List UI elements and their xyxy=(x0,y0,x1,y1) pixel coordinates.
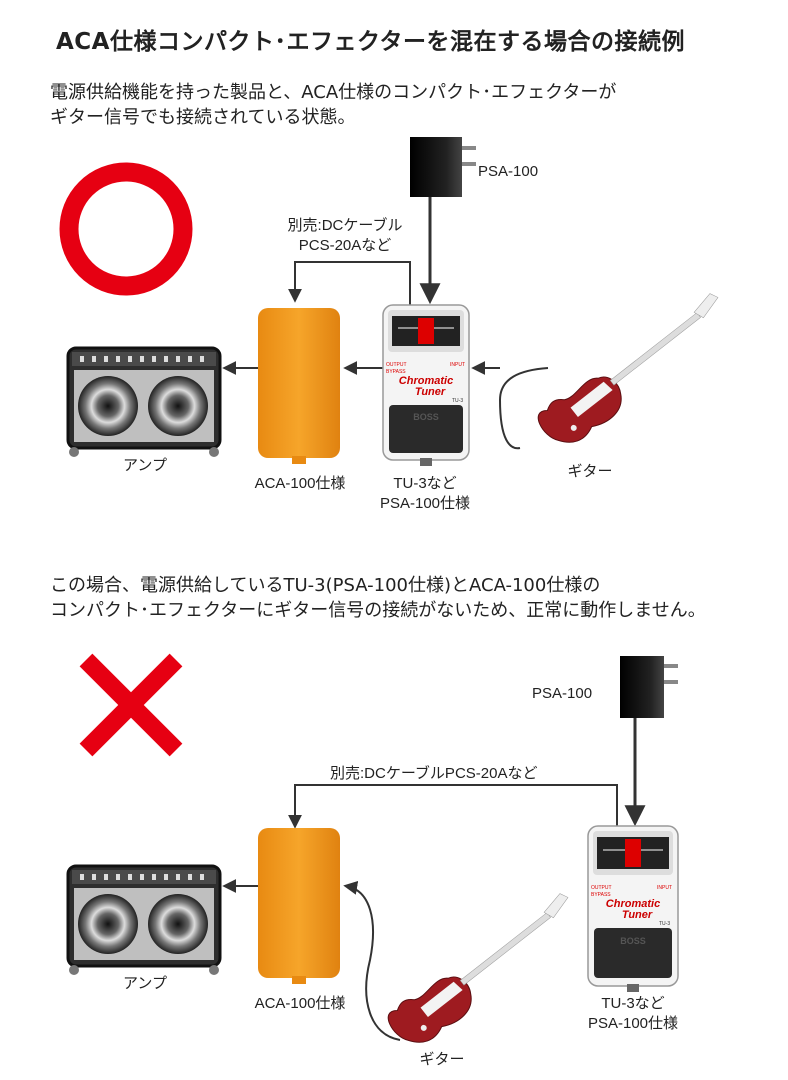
aca-effector-icon xyxy=(258,308,340,464)
good-adapter-label: PSA-100 xyxy=(478,163,539,180)
bad-desc-line1: この場合、電源供給しているTU-3(PSA-100仕様)とACA-100仕様の xyxy=(50,575,601,596)
good-tuner-label-line1: TU-3など xyxy=(393,475,457,492)
pedal-brand: BOSS xyxy=(620,936,646,946)
bad-case-diagram: OUTPUT BYPASS INPUT Chromatic Tuner TU-3… xyxy=(66,653,679,1043)
pedal-name-line2: Tuner xyxy=(415,386,446,398)
guitar-icon xyxy=(537,293,719,443)
amp-icon xyxy=(66,864,222,975)
tuner-pedal-icon: OUTPUT BYPASS INPUT Chromatic Tuner TU-3… xyxy=(587,825,679,992)
pedal-model: TU-3 xyxy=(659,921,670,927)
bad-cable-label: 別売:DCケーブルPCS-20Aなど xyxy=(330,765,538,782)
bad-tuner-label-line2: PSA-100仕様 xyxy=(587,1015,679,1032)
aca-effector-icon xyxy=(258,828,340,984)
good-cable-label-line2: PCS-20Aなど xyxy=(298,237,392,254)
amp-icon xyxy=(66,346,222,457)
bad-tuner-label-line1: TU-3など xyxy=(601,995,665,1012)
dc-cable xyxy=(288,261,411,305)
good-aca-label: ACA-100仕様 xyxy=(254,475,346,492)
ng-cross-icon xyxy=(79,653,183,757)
bad-case-description: この場合、電源供給しているTU-3(PSA-100仕様)とACA-100仕様の … xyxy=(50,573,706,623)
dc-cable xyxy=(288,784,618,829)
good-cable-label-line1: 別売:DCケーブル xyxy=(287,217,403,234)
good-desc-line1: 電源供給機能を持った製品と、ACA仕様のコンパクト･エフェクターが xyxy=(50,82,617,103)
pedal-input-label: INPUT xyxy=(657,885,672,891)
power-adapter-icon xyxy=(410,137,476,305)
good-desc-line2: ギター信号でも接続されている状態。 xyxy=(50,107,356,128)
good-amp-label: アンプ xyxy=(123,457,167,474)
pedal-model: TU-3 xyxy=(452,398,463,404)
pedal-bypass-label: BYPASS xyxy=(591,892,611,898)
pedal-name-line2: Tuner xyxy=(622,909,653,921)
good-tuner-label: TU-3など PSA-100仕様 xyxy=(360,474,490,514)
pedal-bypass-label: BYPASS xyxy=(386,369,406,375)
good-guitar-label: ギター xyxy=(567,463,613,480)
good-case-description: 電源供給機能を持った製品と、ACA仕様のコンパクト･エフェクターが ギター信号で… xyxy=(50,80,616,130)
pedal-name-line1: Chromatic xyxy=(606,898,660,910)
tuner-pedal-icon: OUTPUT BYPASS INPUT Chromatic Tuner TU-3… xyxy=(382,304,470,466)
bad-amp-label: アンプ xyxy=(123,975,167,992)
pedal-input-label: INPUT xyxy=(450,362,465,368)
bad-aca-label: ACA-100仕様 xyxy=(254,995,346,1012)
good-case-diagram: OUTPUT BYPASS INPUT Chromatic Tuner TU-3… xyxy=(59,137,719,466)
guitar-icon xyxy=(387,893,569,1043)
pedal-name-line1: Chromatic xyxy=(399,375,453,387)
pedal-output-label: OUTPUT xyxy=(591,885,612,891)
pedal-brand: BOSS xyxy=(413,412,439,422)
good-tuner-label-line2: PSA-100仕様 xyxy=(379,495,471,512)
bad-tuner-label: TU-3など PSA-100仕様 xyxy=(568,994,698,1034)
page-title: ACA仕様コンパクト･エフェクターを混在する場合の接続例 xyxy=(56,29,686,55)
power-adapter-icon xyxy=(620,656,678,827)
good-cable-label: 別売:DCケーブル PCS-20Aなど xyxy=(280,216,410,256)
bad-adapter-label: PSA-100 xyxy=(532,685,593,702)
ok-circle-icon xyxy=(59,162,193,296)
bad-desc-line2: コンパクト･エフェクターにギター信号の接続がないため、正常に動作しません。 xyxy=(50,600,706,621)
bad-guitar-label: ギター xyxy=(419,1051,465,1068)
pedal-output-label: OUTPUT xyxy=(386,362,407,368)
